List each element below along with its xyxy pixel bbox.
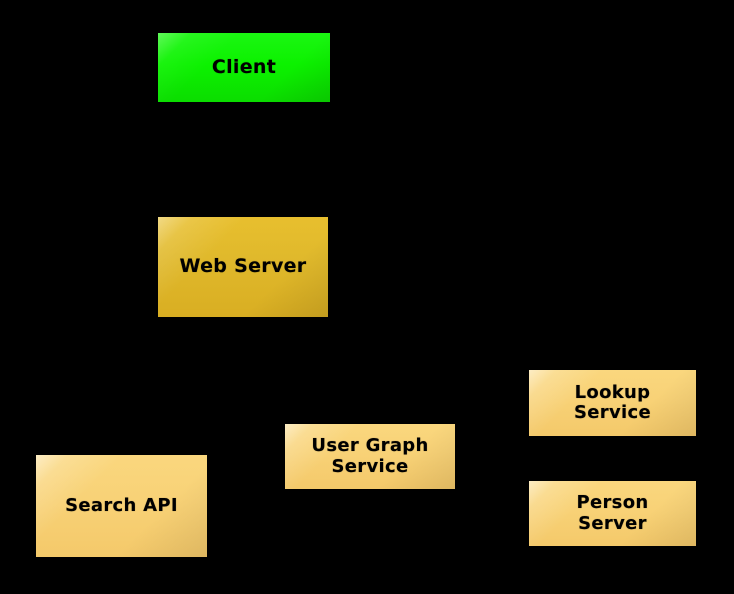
node-label-client: Client (211, 55, 277, 78)
node-person-server[interactable]: Person Server (529, 481, 696, 546)
node-label-person-server: Person Server (576, 492, 649, 534)
node-web-server[interactable]: Web Server (158, 217, 328, 317)
node-label-user-graph-service: User Graph Service (311, 435, 429, 477)
node-client[interactable]: Client (158, 33, 330, 102)
node-search-api[interactable]: Search API (36, 455, 207, 557)
node-lookup-service[interactable]: Lookup Service (529, 370, 696, 436)
node-label-search-api: Search API (65, 494, 178, 516)
node-user-graph-service[interactable]: User Graph Service (285, 424, 455, 489)
node-label-web-server: Web Server (179, 255, 307, 278)
node-label-lookup-service: Lookup Service (574, 381, 651, 423)
